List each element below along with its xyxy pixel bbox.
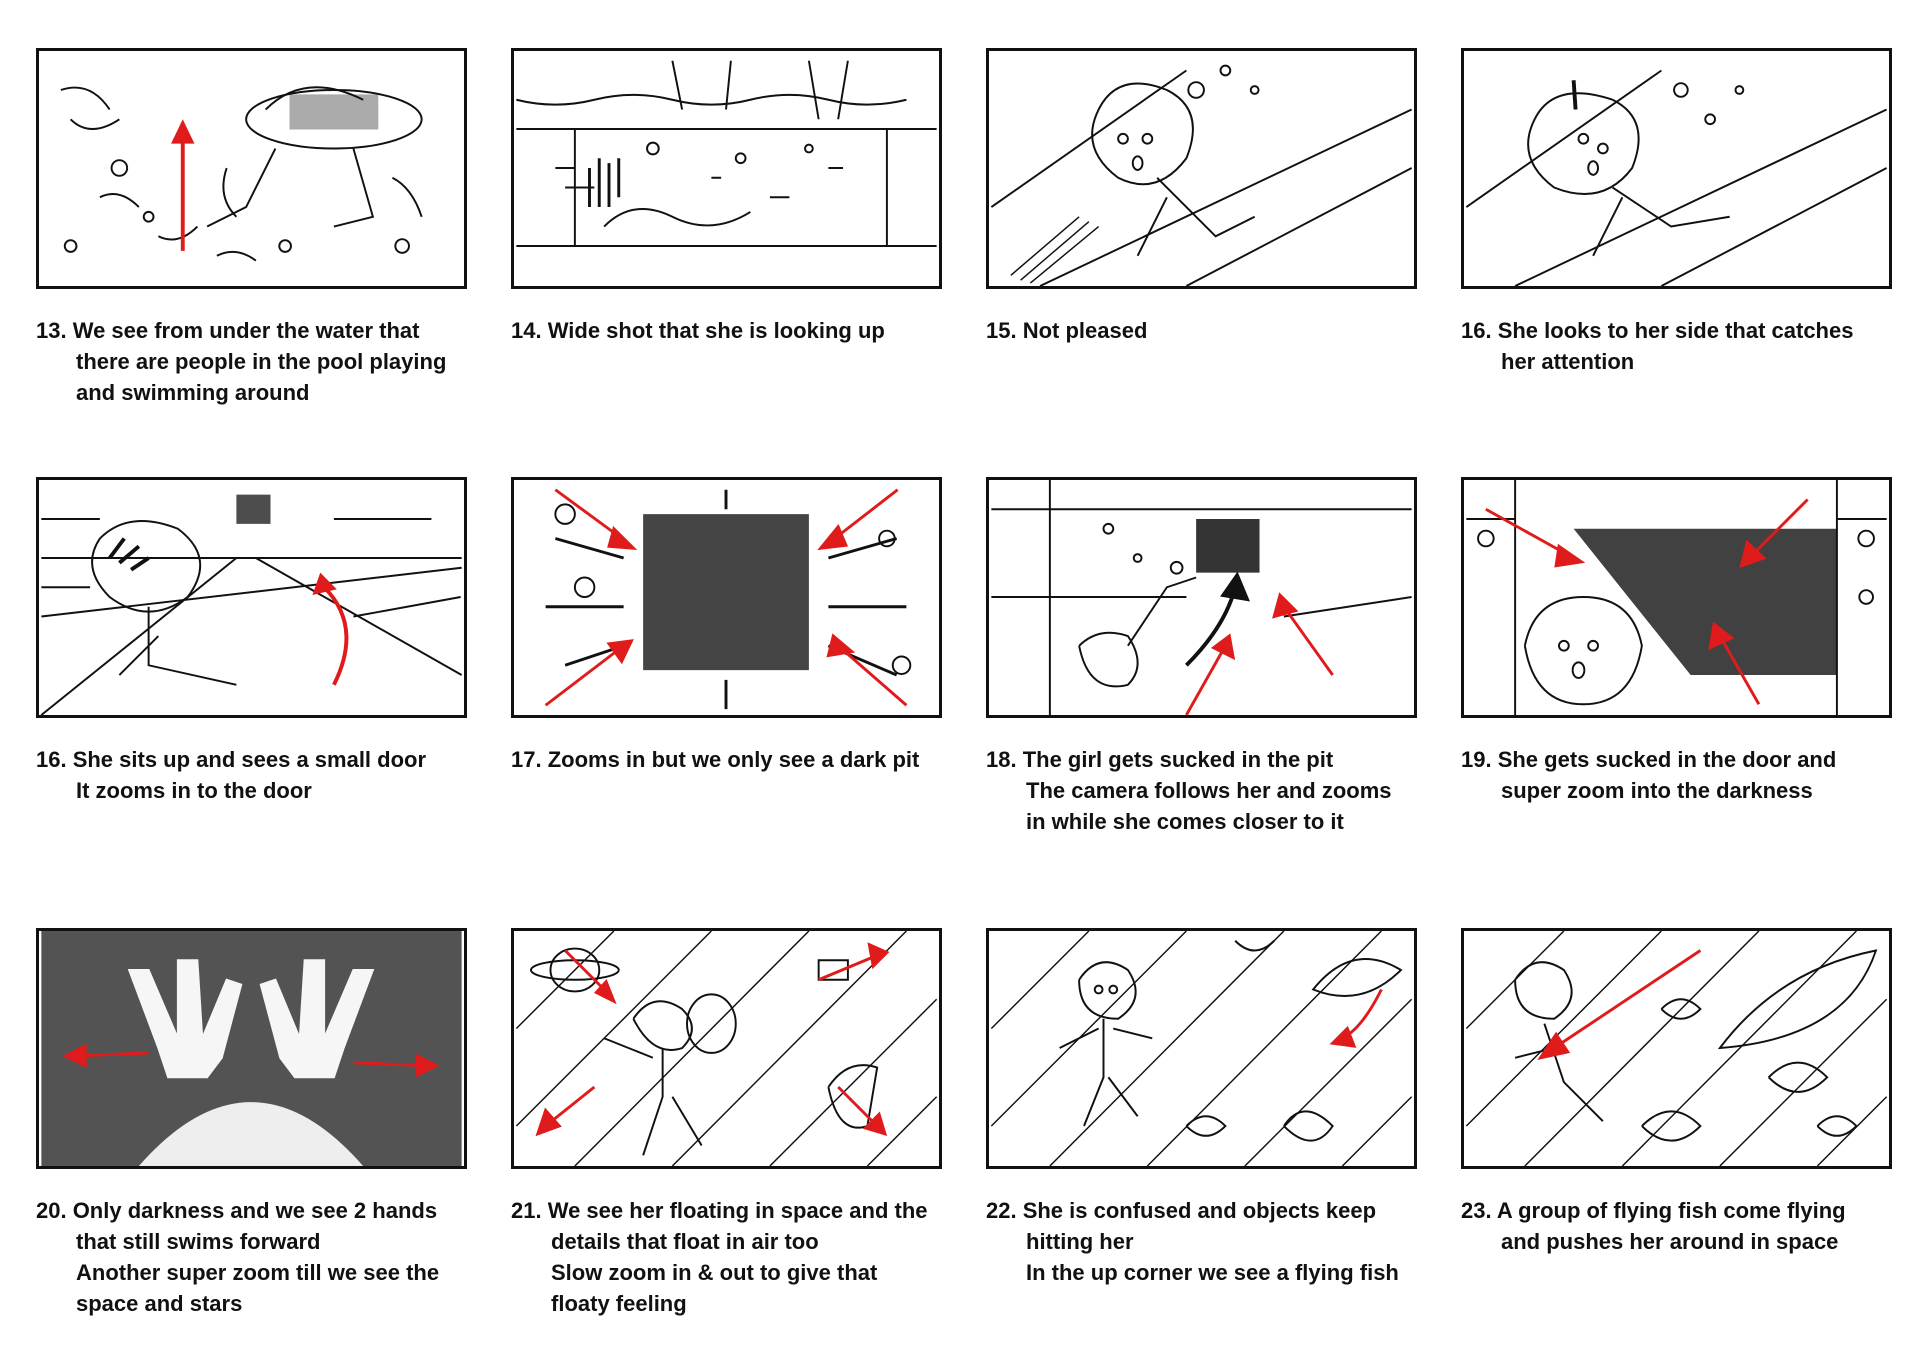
caption-line: super zoom into the darkness — [1501, 778, 1813, 803]
sketch-girl-looks-aside — [1465, 69, 1888, 286]
caption-line: hitting her — [1026, 1229, 1134, 1254]
panel-caption: 23. A group of flying fish come flying a… — [1461, 1195, 1920, 1257]
caption-line: Slow zoom in & out to give that — [551, 1260, 878, 1285]
caption-line: 22. She is confused and objects keep — [986, 1198, 1377, 1223]
caption-line: 20. Only darkness and we see 2 hands — [36, 1198, 438, 1223]
caption-line: that still swims forward — [76, 1229, 321, 1254]
panel-caption: 13. We see from under the water that the… — [36, 315, 506, 408]
panel-caption: 17. Zooms in but we only see a dark pit — [511, 744, 981, 775]
sketch-underwater-swimmers — [60, 86, 423, 262]
caption-line: The camera follows her and zooms — [1026, 778, 1392, 803]
panel-caption: 21. We see her floating in space and the… — [511, 1195, 981, 1319]
caption-line: 13. We see from under the water that — [36, 318, 420, 343]
panel-caption: 16. She looks to her side that catches h… — [1461, 315, 1920, 377]
caption-line: In the up corner we see a flying fish — [1026, 1260, 1399, 1285]
panel-sketch — [36, 477, 467, 718]
panel-caption: 19. She gets sucked in the door and supe… — [1461, 744, 1920, 806]
panel-sketch — [36, 928, 467, 1169]
panel-sketch — [1461, 928, 1892, 1169]
panel-caption: 14. Wide shot that she is looking up — [511, 315, 981, 346]
panel-caption: 22. She is confused and objects keep hit… — [986, 1195, 1456, 1288]
panel-sketch — [36, 48, 467, 289]
caption-line: 16. She looks to her side that catches — [1461, 318, 1854, 343]
panel-sketch — [511, 48, 942, 289]
caption-line: and swimming around — [76, 380, 310, 405]
caption-line: details that float in air too — [551, 1229, 819, 1254]
caption-line: her attention — [1501, 349, 1635, 374]
caption-line: 15. Not pleased — [986, 318, 1148, 343]
sketch-girl-sucked-into-pit — [991, 480, 1412, 715]
sketch-confused-flying-fish — [990, 931, 1413, 1166]
sketch-girl-not-pleased — [990, 64, 1413, 286]
caption-line: there are people in the pool playing — [76, 349, 447, 374]
panel-caption: 16. She sits up and sees a small door It… — [36, 744, 506, 806]
sketch-hands-in-darkness — [41, 931, 462, 1166]
panel-caption: 20. Only darkness and we see 2 hands tha… — [36, 1195, 506, 1319]
caption-line: space and stars — [76, 1291, 243, 1316]
caption-line: It zooms in to the door — [76, 778, 312, 803]
sketch-flying-fish-group — [1465, 931, 1888, 1166]
panel-sketch — [986, 48, 1417, 289]
sketch-dark-pit — [544, 488, 912, 710]
caption-line: 21. We see her floating in space and the — [511, 1198, 928, 1223]
panel-sketch — [511, 477, 942, 718]
caption-line: 19. She gets sucked in the door and — [1461, 747, 1837, 772]
caption-line: 14. Wide shot that she is looking up — [511, 318, 885, 343]
caption-line: 23. A group of flying fish come flying — [1461, 1198, 1846, 1223]
panel-sketch — [511, 928, 942, 1169]
sketch-girl-sees-door — [40, 494, 463, 715]
sketch-sucked-into-door — [1466, 480, 1887, 715]
panel-sketch — [1461, 48, 1892, 289]
sketch-pool-wide-shot — [516, 60, 937, 247]
panel-sketch — [986, 928, 1417, 1169]
panel-sketch — [986, 477, 1417, 718]
caption-line: 18. The girl gets sucked in the pit — [986, 747, 1334, 772]
caption-line: 16. She sits up and sees a small door — [36, 747, 427, 772]
caption-line: 17. Zooms in but we only see a dark pit — [511, 747, 920, 772]
panel-caption: 18. The girl gets sucked in the pit The … — [986, 744, 1456, 837]
caption-line: and pushes her around in space — [1501, 1229, 1839, 1254]
sketch-floating-in-space — [515, 931, 938, 1166]
panel-sketch — [1461, 477, 1892, 718]
caption-line: floaty feeling — [551, 1291, 687, 1316]
caption-line: Another super zoom till we see the — [76, 1260, 440, 1285]
caption-line: in while she comes closer to it — [1026, 809, 1344, 834]
panel-caption: 15. Not pleased — [986, 315, 1456, 346]
